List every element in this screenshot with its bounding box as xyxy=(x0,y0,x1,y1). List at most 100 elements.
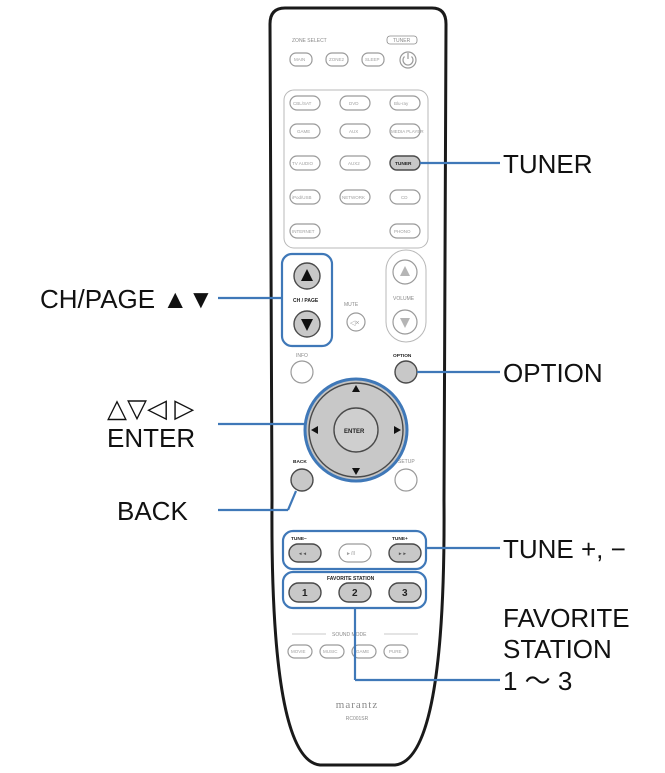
ch-page-callout: CH/PAGE ▲▼ xyxy=(40,284,214,314)
phono-button[interactable] xyxy=(389,223,421,239)
volume-up-icon xyxy=(400,266,410,276)
ch-up-arrow-icon xyxy=(301,269,313,281)
cursor-down-icon[interactable] xyxy=(352,468,360,475)
ch-page-key-label: CH / PAGE xyxy=(293,298,319,304)
cblsat-label: CBL/SAT xyxy=(293,101,312,106)
favorite-3-button[interactable] xyxy=(388,582,422,603)
mute-icon: ◁× xyxy=(350,320,359,327)
aux-label: AUX xyxy=(349,129,358,134)
tuner-mode-key[interactable] xyxy=(386,35,418,45)
game-label: GAME xyxy=(297,129,310,134)
favorite-callout-line1: FAVORITE xyxy=(503,603,630,633)
ipod-usb-button[interactable] xyxy=(289,189,321,205)
aux2-button[interactable] xyxy=(339,155,371,171)
back-leader-d xyxy=(286,490,298,511)
main-button[interactable] xyxy=(289,52,313,67)
main-label: MAIN xyxy=(294,57,305,62)
option-button[interactable] xyxy=(394,360,418,384)
game-mode-label: GAME xyxy=(356,649,369,654)
internet-button[interactable] xyxy=(289,223,321,239)
favorite-1-label: 1 xyxy=(302,588,308,599)
bluray-label: Blu-ray xyxy=(394,101,409,106)
game-button[interactable] xyxy=(289,123,321,139)
favorite-3-label: 3 xyxy=(402,588,408,599)
info-label: INFO xyxy=(296,353,308,359)
volume-down-icon xyxy=(400,318,410,328)
aux-button[interactable] xyxy=(339,123,371,139)
favorite-callout-line3: 1 ～ 3 xyxy=(503,666,572,696)
media-player-label: MEDIA PLAYER xyxy=(391,129,424,134)
zone-select-label: ZONE SELECT xyxy=(292,38,327,44)
tv-audio-button[interactable] xyxy=(289,155,321,171)
movie-button[interactable] xyxy=(287,644,313,659)
bluray-button[interactable] xyxy=(389,95,421,111)
fast-forward-icon: ►► xyxy=(398,551,407,556)
enter-key-label: ENTER xyxy=(344,429,365,435)
phono-label: PHONO xyxy=(394,229,411,234)
tune-minus-button[interactable] xyxy=(288,543,322,563)
back-button[interactable] xyxy=(290,468,314,492)
cursor-left-icon[interactable] xyxy=(311,426,318,434)
play-pause-icon: ►/II xyxy=(346,551,355,557)
enter-button[interactable] xyxy=(333,407,379,453)
enter-callout: ENTER xyxy=(107,423,195,453)
setup-button[interactable] xyxy=(394,468,418,492)
back-key-label: BACK xyxy=(293,459,307,465)
sleep-button[interactable] xyxy=(361,52,385,67)
mute-label: MUTE xyxy=(344,302,359,308)
info-button[interactable] xyxy=(290,360,314,384)
cd-button[interactable] xyxy=(389,189,421,205)
favorite-1-button[interactable] xyxy=(288,582,322,603)
tune-callout: TUNE +, − xyxy=(503,534,626,564)
favorite-callout-line2: STATION xyxy=(503,634,612,664)
pure-button[interactable] xyxy=(383,644,409,659)
sleep-label: SLEEP xyxy=(365,57,380,62)
movie-label: MOVIE xyxy=(291,649,306,654)
play-pause-button[interactable] xyxy=(338,543,372,563)
game-mode-button[interactable] xyxy=(351,644,377,659)
ipod-usb-label: iPod/USB xyxy=(292,195,312,200)
sound-mode-label: SOUND MODE xyxy=(332,632,367,638)
aux2-label: AUX2 xyxy=(348,161,360,166)
favorite-2-button[interactable] xyxy=(338,582,372,603)
network-button[interactable] xyxy=(339,189,371,205)
music-label: MUSIC xyxy=(323,649,338,654)
media-player-button[interactable] xyxy=(389,123,421,139)
music-button[interactable] xyxy=(319,644,345,659)
cursor-right-icon[interactable] xyxy=(394,426,401,434)
network-label: NETWORK xyxy=(342,195,365,200)
source-group-frame xyxy=(283,89,429,249)
dvd-button[interactable] xyxy=(339,95,371,111)
zone2-button[interactable] xyxy=(325,52,349,67)
tune-minus-label: TUNE− xyxy=(291,536,307,542)
tune-plus-button[interactable] xyxy=(388,543,422,563)
pure-label: PURE xyxy=(389,649,402,654)
setup-label: SETUP xyxy=(398,459,415,465)
favorite-2-label: 2 xyxy=(352,588,358,599)
tuner-mode-label: TUNER xyxy=(393,38,411,44)
tv-audio-label: TV AUDIO xyxy=(292,161,314,166)
back-callout: BACK xyxy=(117,496,188,526)
tune-plus-label: TUNE+ xyxy=(392,536,408,542)
tuner-callout: TUNER xyxy=(503,149,593,179)
power-button[interactable] xyxy=(399,51,417,69)
volume-label: VOLUME xyxy=(393,296,415,302)
cblsat-button[interactable] xyxy=(289,95,321,111)
option-callout: OPTION xyxy=(503,358,603,388)
volume-frame xyxy=(385,249,427,343)
internet-label: INTERNET xyxy=(292,229,315,234)
ch-page-highlight xyxy=(280,252,334,348)
model-label: RC001SR xyxy=(346,716,369,722)
zone2-label: ZONE2 xyxy=(329,57,345,62)
cursor-up-icon[interactable] xyxy=(352,385,360,392)
rewind-icon: ◄◄ xyxy=(298,551,307,556)
tuner-button-label: TUNER xyxy=(395,161,412,167)
tune-highlight xyxy=(281,529,428,571)
cursor-callout: △▽◁ ▷ xyxy=(107,393,194,423)
cd-label: CD xyxy=(401,195,408,200)
ch-down-arrow-icon xyxy=(301,319,313,331)
power-icon xyxy=(402,56,414,66)
mute-button[interactable] xyxy=(346,312,366,332)
favorite-station-key-label: FAVORITE STATION xyxy=(327,576,375,582)
